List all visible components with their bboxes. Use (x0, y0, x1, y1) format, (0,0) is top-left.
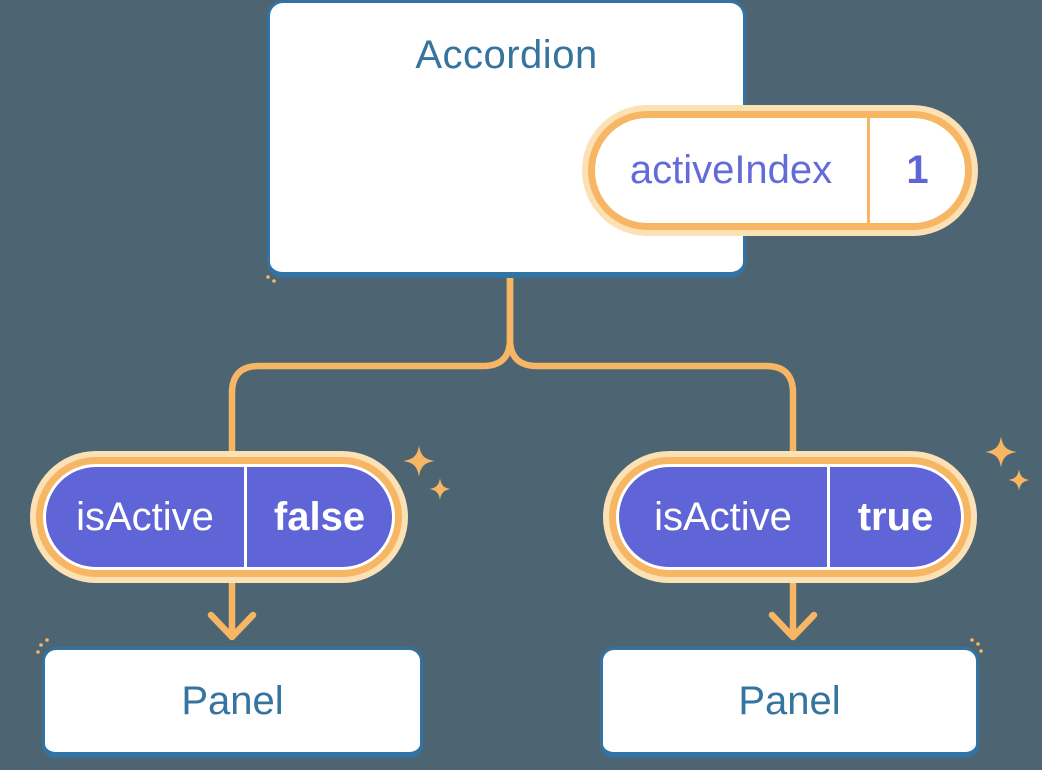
state-pill-ring: activeIndex 1 (588, 111, 972, 230)
prop-pill-isactive-true: isActive true (603, 451, 977, 583)
prop-value: true (830, 467, 961, 567)
prop-pill-isactive-false: isActive false (30, 451, 408, 583)
accordion-component-card: Accordion activeIndex 1 (267, 0, 978, 278)
fork-connector (228, 270, 797, 504)
prop-pill-ring: isActive false (36, 457, 402, 577)
corner-dust-dots (36, 275, 983, 654)
state-value: 1 (906, 148, 929, 192)
state-name-label: activeIndex (595, 118, 870, 223)
component-title: Accordion (415, 33, 598, 77)
sparkle-icon (403, 445, 435, 477)
prop-pill-ring: isActive true (609, 457, 971, 577)
prop-name-label: isActive (619, 467, 827, 567)
panel-component-card-left: Panel (42, 647, 423, 758)
state-pill-activeindex: activeIndex 1 (582, 105, 978, 236)
sparkle-icon (429, 478, 451, 500)
prop-name-label: isActive (46, 467, 244, 567)
prop-value: false (247, 467, 392, 567)
panel-component-card-right: Panel (600, 647, 979, 758)
sparkle-icon (985, 436, 1017, 468)
sparkle-icon (1008, 469, 1030, 491)
